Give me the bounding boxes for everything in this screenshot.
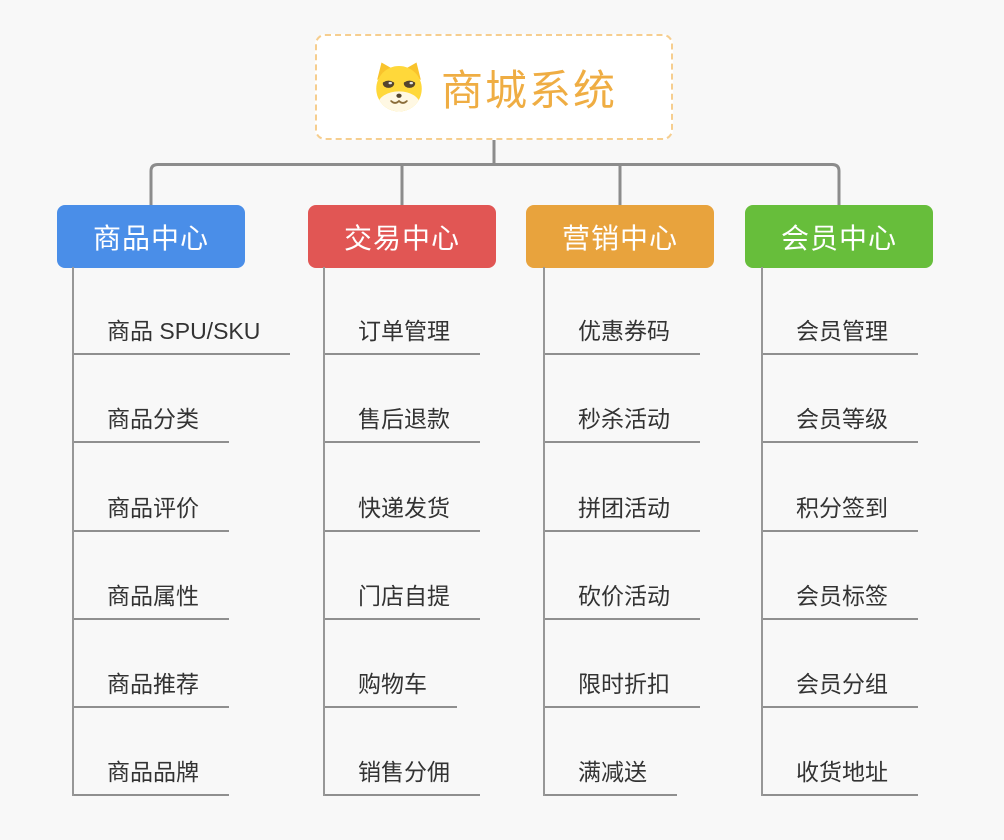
child-node-points-checkin[interactable]: 积分签到 xyxy=(763,443,918,532)
child-node-shopping-cart[interactable]: 购物车 xyxy=(325,620,457,708)
child-node-bargain-activity[interactable]: 砍价活动 xyxy=(545,532,700,620)
root-node-mall-system[interactable]: 商城系统 xyxy=(315,34,673,140)
child-node-sales-commission[interactable]: 销售分佣 xyxy=(325,708,480,797)
child-node-express-delivery[interactable]: 快递发货 xyxy=(325,443,480,532)
child-node-member-tag[interactable]: 会员标签 xyxy=(763,532,918,620)
branch-node-trade-center[interactable]: 交易中心 xyxy=(308,205,496,268)
child-node-member-level[interactable]: 会员等级 xyxy=(763,355,918,444)
child-node-member-management[interactable]: 会员管理 xyxy=(763,267,918,356)
child-node-store-pickup[interactable]: 门店自提 xyxy=(325,532,480,620)
child-column-member: 会员管理 会员等级 积分签到 会员标签 会员分组 收货地址 xyxy=(761,267,918,797)
child-node-product-brand[interactable]: 商品品牌 xyxy=(74,708,229,797)
child-node-product-spu-sku[interactable]: 商品 SPU/SKU xyxy=(74,267,291,356)
child-node-group-buy[interactable]: 拼团活动 xyxy=(545,443,700,532)
child-node-flash-sale[interactable]: 秒杀活动 xyxy=(545,355,700,444)
branch-node-member-center[interactable]: 会员中心 xyxy=(745,205,933,268)
child-node-aftersale-refund[interactable]: 售后退款 xyxy=(325,355,480,444)
branch-node-marketing-center[interactable]: 营销中心 xyxy=(526,205,714,268)
child-node-product-attribute[interactable]: 商品属性 xyxy=(74,532,229,620)
child-node-limited-time-discount[interactable]: 限时折扣 xyxy=(545,620,700,708)
branch-node-product-center[interactable]: 商品中心 xyxy=(57,205,245,268)
child-node-product-category[interactable]: 商品分类 xyxy=(74,355,229,444)
child-node-member-group[interactable]: 会员分组 xyxy=(763,620,918,708)
child-node-coupon-code[interactable]: 优惠券码 xyxy=(545,267,700,356)
child-node-product-review[interactable]: 商品评价 xyxy=(74,443,229,532)
doge-icon xyxy=(376,62,422,112)
child-node-full-reduction[interactable]: 满减送 xyxy=(545,708,677,797)
child-node-product-recommend[interactable]: 商品推荐 xyxy=(74,620,229,708)
root-title: 商城系统 xyxy=(440,66,617,114)
child-column-trade: 订单管理 售后退款 快递发货 门店自提 购物车 销售分佣 xyxy=(323,267,480,797)
child-column-product: 商品 SPU/SKU 商品分类 商品评价 商品属性 商品推荐 商品品牌 xyxy=(72,267,291,797)
child-column-marketing: 优惠券码 秒杀活动 拼团活动 砍价活动 限时折扣 满减送 xyxy=(543,267,700,797)
child-node-order-management[interactable]: 订单管理 xyxy=(325,267,480,356)
child-node-shipping-address[interactable]: 收货地址 xyxy=(763,708,918,797)
